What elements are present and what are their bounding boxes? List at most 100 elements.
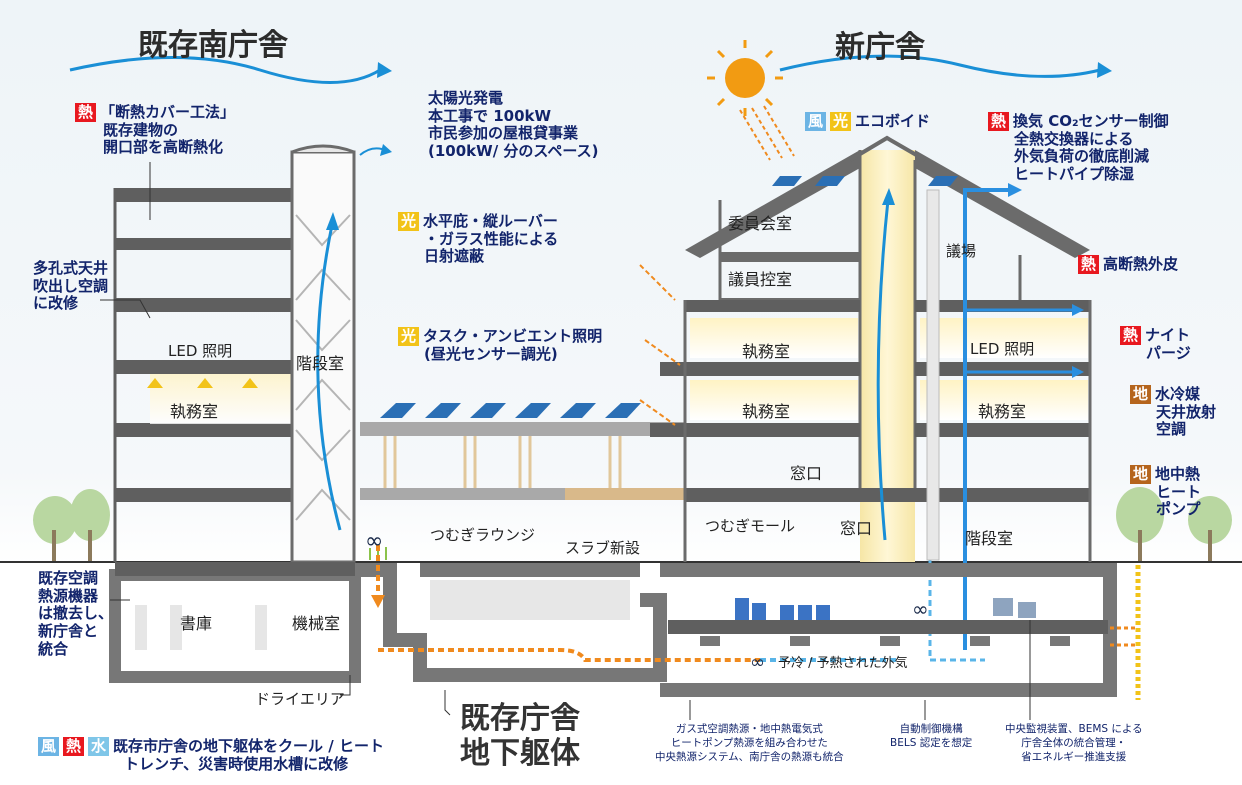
note-heat-source-line: ガス式空調熱源・地中熱電気式 bbox=[675, 723, 823, 735]
callout-ventilation-line: 全熱交換器による bbox=[1014, 129, 1134, 148]
wind-badge: 風 bbox=[805, 112, 827, 131]
callout-ceiling-ac-line: に改修 bbox=[33, 294, 79, 313]
title-basement-line-2: 地下躯体 bbox=[460, 735, 580, 771]
label-stair-room-old: 階段室 bbox=[296, 354, 345, 373]
light-badge: 光 bbox=[830, 112, 852, 131]
note-bems-line: 中央監視装置、BEMS による bbox=[1005, 723, 1143, 735]
label-led-right: LED 照明 bbox=[970, 340, 1035, 358]
callout-task-light-line: タスク・アンビエント照明 bbox=[423, 327, 603, 345]
callout-louver-line: 日射遮蔽 bbox=[424, 247, 485, 266]
label-mall: つむぎモール bbox=[705, 517, 796, 535]
callout-ecovoid-label: エコボイド bbox=[855, 112, 931, 130]
earth-badge: 地 bbox=[1130, 385, 1152, 404]
callout-insulation: 熱「断熱カバー工法」 既存建物の 開口部を高断熱化 bbox=[75, 103, 235, 157]
callout-trench-line: トレンチ、災害時使用水槽に改修 bbox=[124, 754, 349, 773]
heat-badge: 熱 bbox=[75, 103, 97, 122]
tree-left-icon bbox=[33, 489, 110, 562]
callout-solar-line: (100kW/ 分のスペース) bbox=[428, 142, 599, 161]
callout-louver: 光水平庇・縦ルーバー ・ガラス性能による 日射遮蔽 bbox=[398, 212, 558, 266]
tree-right-icon bbox=[1116, 487, 1232, 562]
label-counter-1: 窓口 bbox=[790, 464, 823, 483]
heat-badge: 熱 bbox=[1078, 255, 1100, 274]
callout-solar: 太陽光発電 本工事で 100kW 市民参加の屋根貸事業 (100kW/ 分のスペ… bbox=[428, 89, 599, 161]
label-dry-area: ドライエリア bbox=[255, 690, 345, 708]
heat-badge: 熱 bbox=[1120, 326, 1142, 345]
basement-detail: ∞ ∞ ∞ bbox=[115, 529, 1141, 700]
callout-louver-line: ・ガラス性能による bbox=[424, 229, 559, 248]
svg-text:∞: ∞ bbox=[912, 597, 929, 621]
callout-removed-line: 新庁舎と bbox=[38, 622, 99, 641]
callout-removed-line: 既存空調 bbox=[38, 569, 99, 587]
label-office-new-1: 執務室 bbox=[742, 342, 791, 361]
note-auto-control-line: 自動制御機構 bbox=[899, 723, 963, 735]
label-new-slab: スラブ新設 bbox=[565, 539, 641, 557]
label-office-new-2: 執務室 bbox=[742, 402, 791, 421]
title-existing-south: 既存南庁舎 bbox=[138, 28, 288, 63]
svg-text:∞: ∞ bbox=[750, 652, 765, 673]
note-bems-line: 省エネルギー推進支援 bbox=[1021, 751, 1127, 764]
title-basement: 既存庁舎 地下躯体 bbox=[460, 701, 580, 771]
label-office-left: 執務室 bbox=[170, 402, 219, 421]
wind-swoosh-right bbox=[779, 54, 1101, 78]
stair-airflow-arrow bbox=[316, 224, 342, 531]
callout-louver-line: 水平庇・縦ルーバー bbox=[423, 212, 558, 230]
note-auto-control-line: BELS 認定を想定 bbox=[890, 737, 973, 750]
note-heat-source: ガス式空調熱源・地中熱電気式 ヒートポンプ熱源を組み合わせた 中央熱源システム、… bbox=[655, 722, 844, 765]
label-members-room: 議員控室 bbox=[728, 270, 793, 289]
title-basement-line-1: 既存庁舎 bbox=[460, 701, 580, 736]
label-led-left: LED 照明 bbox=[168, 342, 233, 360]
existing-south-building bbox=[113, 144, 392, 564]
callout-ceiling-ac-line: 多孔式天井 bbox=[33, 259, 109, 277]
label-counter-2: 窓口 bbox=[840, 519, 873, 538]
note-heat-source-line: 中央熱源システム、南庁舎の熱源も統合 bbox=[655, 751, 844, 764]
callout-task-light: 光タスク・アンビエント照明 (昼光センサー調光) bbox=[398, 327, 602, 363]
water-badge: 水 bbox=[88, 737, 110, 756]
label-preconditioned-air: 予冷 / 予熱された外気 bbox=[778, 656, 908, 671]
callout-trench-line: 既存市庁舎の地下躯体をクール / ヒート bbox=[113, 737, 384, 755]
connecting-roof bbox=[360, 403, 685, 560]
callout-geothermal: 地地中熱 ヒート ポンプ bbox=[1130, 465, 1201, 519]
wind-swoosh-left bbox=[69, 56, 381, 84]
sun-icon bbox=[707, 40, 795, 161]
callout-insulation-line: 開口部を高断熱化 bbox=[103, 138, 224, 157]
wind-badge: 風 bbox=[38, 737, 60, 756]
label-office-new-3: 執務室 bbox=[978, 402, 1027, 421]
callout-removed-line: 熱源機器 bbox=[38, 586, 99, 605]
note-bems: 中央監視装置、BEMS による 庁舎全体の統合管理・ 省エネルギー推進支援 bbox=[1005, 722, 1143, 765]
callout-ventilation-line: ヒートパイプ除湿 bbox=[1014, 165, 1135, 184]
callout-ecovoid: 風光エコボイド bbox=[805, 112, 930, 131]
note-bems-line: 庁舎全体の統合管理・ bbox=[1021, 737, 1127, 750]
callout-solar-line: 太陽光発電 bbox=[428, 89, 504, 107]
label-stair-room-new: 階段室 bbox=[965, 529, 1014, 548]
callout-ventilation-line: 外気負荷の徹底削減 bbox=[1014, 147, 1150, 166]
label-assembly-hall: 議場 bbox=[946, 242, 977, 260]
light-badge: 光 bbox=[398, 212, 420, 231]
callout-trench: 風熱水既存市庁舎の地下躯体をクール / ヒート トレンチ、災害時使用水槽に改修 bbox=[38, 737, 384, 773]
label-committee-room: 委員会室 bbox=[728, 214, 793, 233]
callout-geothermal-line: ポンプ bbox=[1156, 500, 1201, 519]
callout-ceiling-ac: 多孔式天井 吹出し空調 に改修 bbox=[33, 259, 109, 313]
callout-high-insulation-label: 高断熱外皮 bbox=[1103, 255, 1179, 273]
callout-removed-line: 統合 bbox=[38, 639, 69, 658]
callout-insulation-line: 既存建物の bbox=[103, 120, 179, 139]
callout-night-purge-line: ナイト bbox=[1145, 326, 1191, 344]
callout-removed-equipment: 既存空調 熱源機器 は撤去し、 新庁舎と 統合 bbox=[38, 569, 113, 658]
callout-ventilation: 熱換気 CO₂センサー制御 全熱交換器による 外気負荷の徹底削減 ヒートパイプ除… bbox=[988, 112, 1169, 184]
callout-radiant-line: 空調 bbox=[1156, 420, 1187, 439]
callout-geothermal-line: ヒート bbox=[1156, 482, 1202, 501]
svg-text:∞: ∞ bbox=[365, 529, 383, 554]
callout-ventilation-line: 換気 CO₂センサー制御 bbox=[1013, 112, 1169, 130]
callout-radiant: 地水冷媒 天井放射 空調 bbox=[1130, 385, 1216, 439]
callout-ceiling-ac-line: 吹出し空調 bbox=[33, 276, 109, 295]
light-badge: 光 bbox=[398, 327, 420, 346]
heat-badge: 熱 bbox=[988, 112, 1010, 131]
callout-solar-line: 本工事で 100kW bbox=[428, 106, 552, 125]
label-machine-room: 機械室 bbox=[292, 614, 341, 633]
title-new-building: 新庁舎 bbox=[835, 30, 925, 65]
new-building bbox=[639, 135, 1092, 662]
callout-insulation-line: 「断熱カバー工法」 bbox=[100, 103, 236, 121]
cool-heat-trench-duct bbox=[376, 545, 760, 662]
note-heat-source-line: ヒートポンプ熱源を組み合わせた bbox=[670, 737, 828, 750]
